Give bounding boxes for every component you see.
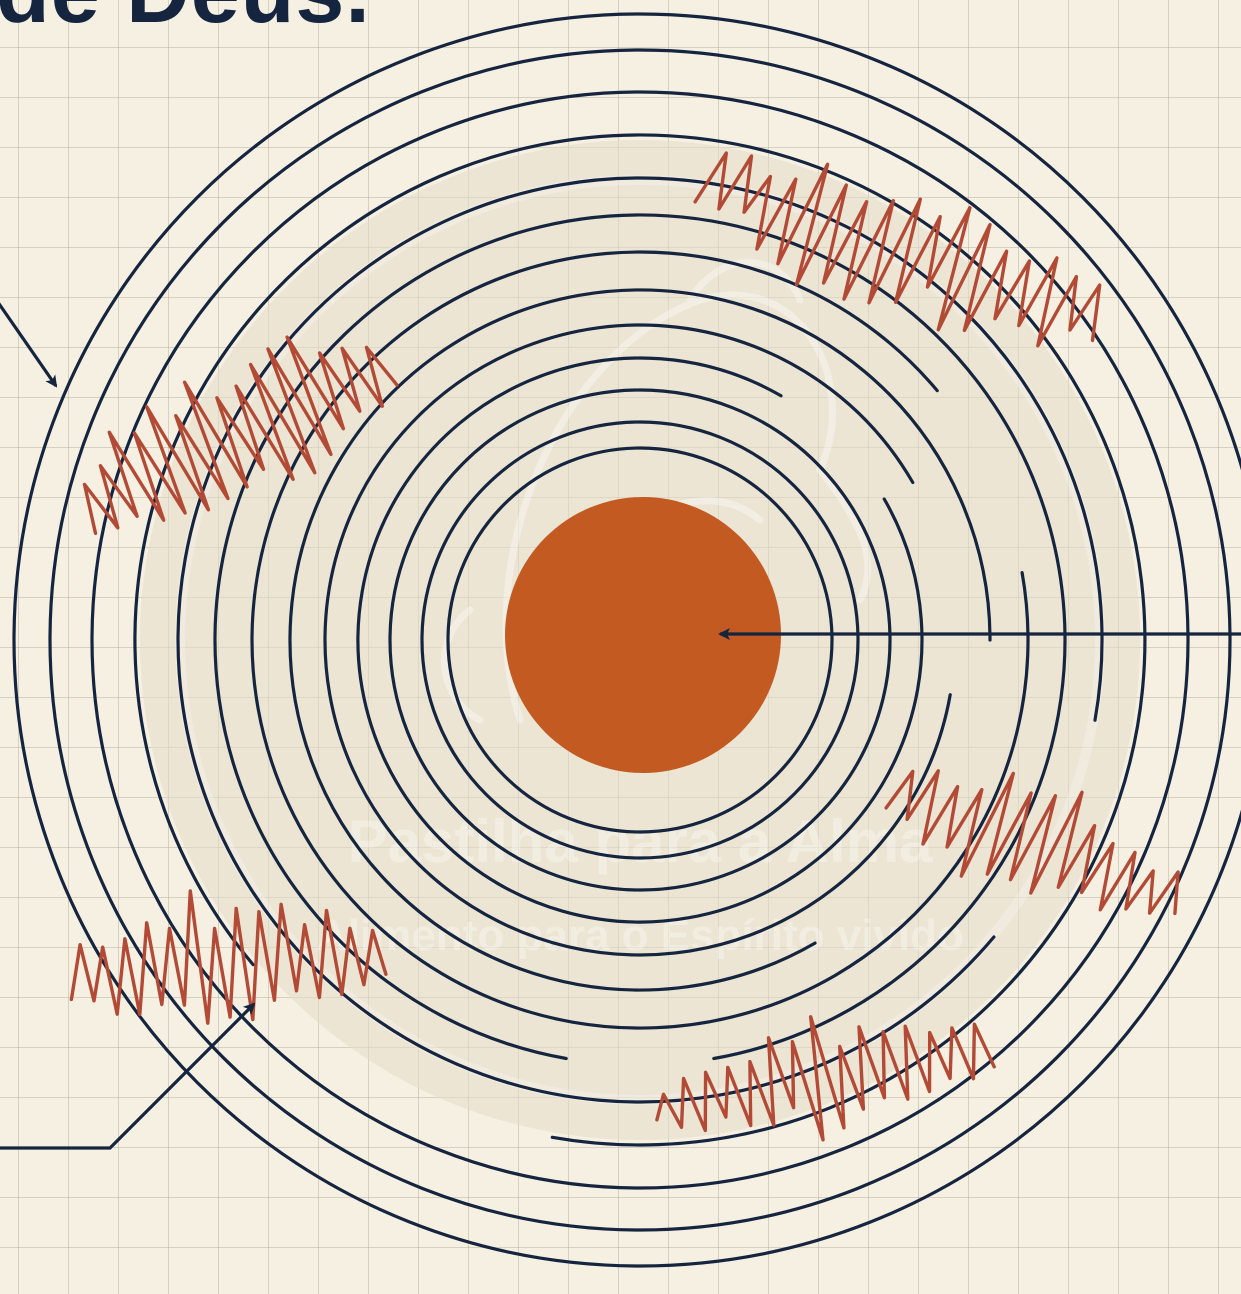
spiral-ring [12,12,1241,1268]
spiral-ring [250,250,1030,1030]
seismic-wave [82,335,399,535]
seismic-wave [884,769,1180,916]
spiral-ring [90,90,1190,1190]
page-heading: de Deus. [0,0,371,36]
spiral-ring [323,323,952,957]
watermark-line-1: Pastilha para a Alma [348,808,933,875]
seismic-wave [69,889,388,1025]
spiral-ring [48,48,1232,1232]
pointer-top-left [0,302,58,388]
spiral-rings [12,12,1241,1268]
spiral-ring [356,356,924,924]
pointer-bottom-left [0,1002,256,1150]
arrow-down-right-icon [0,302,58,388]
spiral-ring [446,446,834,834]
seismic-waves [69,151,1180,1142]
core-circle [505,497,781,773]
spiral-ring [288,288,992,992]
spiral-ring [388,388,892,892]
arrow-up-right-icon [0,1002,256,1150]
watermark-line-2: Alimento para o Espírito vivido [316,911,964,960]
spiral-ring [420,420,860,860]
watermark-ring [175,175,1105,1105]
seismic-wave [655,1015,996,1142]
seismic-wave [693,151,1102,348]
